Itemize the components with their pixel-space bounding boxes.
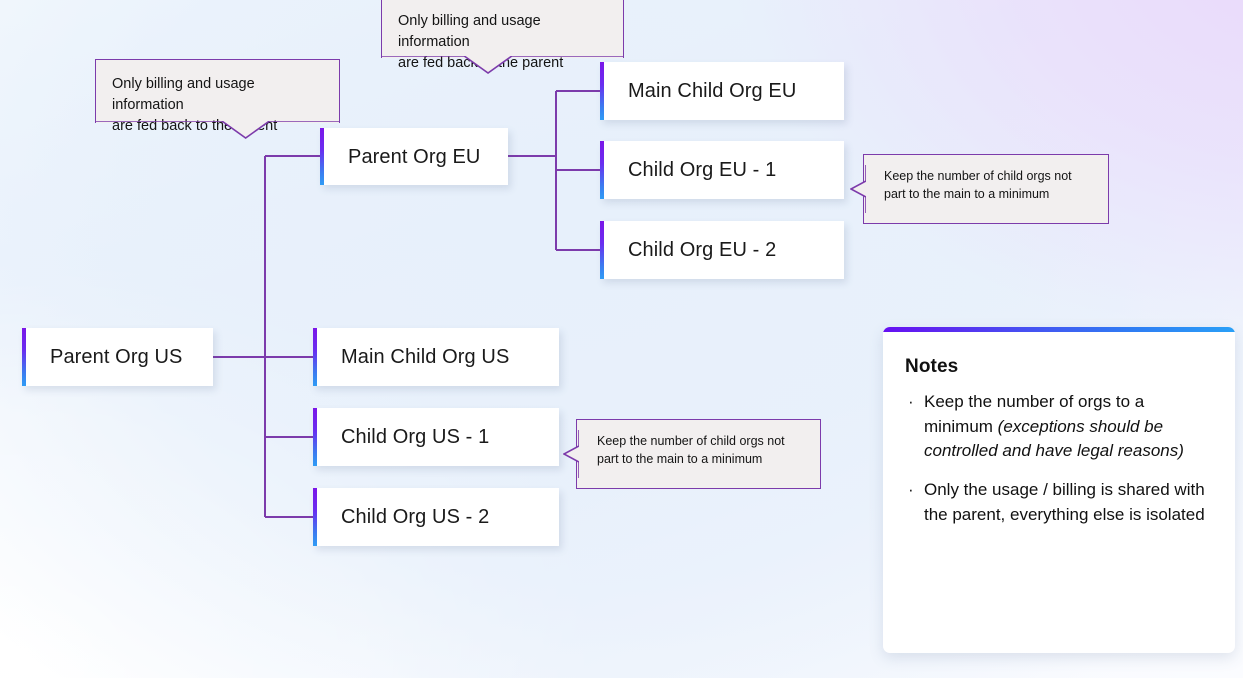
- note-list-item: · Keep the number of orgs to a minimum (…: [905, 390, 1213, 464]
- node-child-org-eu-1[interactable]: Child Org EU - 1: [600, 141, 844, 199]
- callout-minimum-eu: Keep the number of child orgs not part t…: [863, 154, 1109, 224]
- note-text-emphasis: (exceptions should be controlled and hav…: [924, 416, 1184, 461]
- node-parent-org-eu[interactable]: Parent Org EU: [320, 128, 508, 185]
- node-parent-org-us[interactable]: Parent Org US: [22, 328, 213, 386]
- node-label: Child Org EU - 2: [628, 239, 777, 261]
- callout-tail-left-icon: [563, 430, 579, 478]
- callout-billing-top: Only billing and usage information are f…: [380, 0, 625, 58]
- node-label: Main Child Org EU: [628, 80, 797, 102]
- node-label: Main Child Org US: [341, 346, 510, 368]
- note-list-item: · Only the usage / billing is shared wit…: [905, 478, 1213, 527]
- bullet-icon: ·: [908, 392, 914, 411]
- node-accent-bar: [313, 328, 317, 386]
- node-accent-bar: [600, 62, 604, 120]
- node-label: Child Org EU - 1: [628, 159, 777, 181]
- note-text-lead: Keep the number of orgs to a minimum: [924, 392, 1145, 436]
- note-text: Only the usage / billing is shared with …: [924, 478, 1213, 527]
- callout-text: Only billing and usage information are f…: [398, 13, 564, 72]
- callout-tail-down-icon: [94, 121, 341, 145]
- node-main-child-org-us[interactable]: Main Child Org US: [313, 328, 559, 386]
- callout-billing-left: Only billing and usage information are f…: [94, 59, 341, 123]
- callout-tail-left-icon: [850, 165, 866, 213]
- notes-body: Notes · Keep the number of orgs to a min…: [883, 332, 1235, 559]
- node-accent-bar: [313, 408, 317, 466]
- callout-tail-down-icon: [380, 56, 625, 80]
- node-accent-bar: [313, 488, 317, 546]
- node-accent-bar: [320, 128, 324, 185]
- note-text: Keep the number of orgs to a minimum (ex…: [924, 390, 1213, 464]
- node-label: Parent Org EU: [348, 145, 481, 168]
- notes-title: Notes: [905, 356, 959, 377]
- node-accent-bar: [600, 141, 604, 199]
- node-label: Parent Org US: [50, 346, 183, 368]
- node-label: Child Org US - 2: [341, 506, 490, 528]
- node-child-org-us-1[interactable]: Child Org US - 1: [313, 408, 559, 466]
- note-text-lead: Only the usage / billing is shared with …: [924, 479, 1205, 524]
- node-accent-bar: [600, 221, 604, 279]
- notes-gradient-bar: [883, 327, 1235, 332]
- node-accent-bar: [22, 328, 26, 386]
- node-main-child-org-eu[interactable]: Main Child Org EU: [600, 62, 844, 120]
- callout-text: Keep the number of child orgs not part t…: [884, 169, 1072, 201]
- node-child-org-us-2[interactable]: Child Org US - 2: [313, 488, 559, 546]
- node-label: Child Org US - 1: [341, 426, 490, 448]
- notes-panel: Notes · Keep the number of orgs to a min…: [883, 327, 1235, 653]
- callout-minimum-us: Keep the number of child orgs not part t…: [576, 419, 821, 489]
- node-child-org-eu-2[interactable]: Child Org EU - 2: [600, 221, 844, 279]
- callout-text: Keep the number of child orgs not part t…: [597, 434, 785, 466]
- bullet-icon: ·: [908, 479, 914, 499]
